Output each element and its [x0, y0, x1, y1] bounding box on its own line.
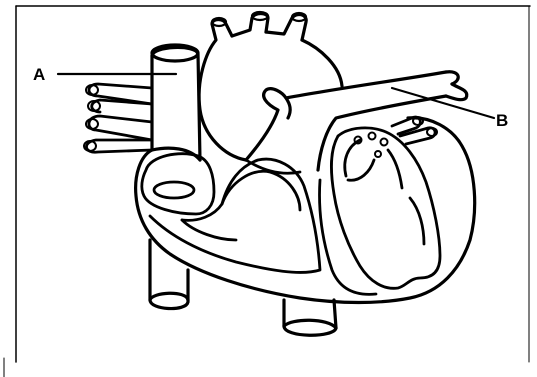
inferior-vena-cava [150, 240, 188, 309]
aortic-arch [199, 12, 342, 160]
right-atrium [142, 154, 214, 214]
left-side-vessels [84, 84, 152, 152]
left-ventricle [331, 128, 440, 288]
descending-aorta [284, 300, 336, 335]
superior-vena-cava [152, 45, 200, 160]
label-a: A [33, 66, 46, 83]
image-border [4, 6, 530, 377]
right-ventricle [150, 159, 320, 272]
label-b: B [496, 112, 509, 129]
